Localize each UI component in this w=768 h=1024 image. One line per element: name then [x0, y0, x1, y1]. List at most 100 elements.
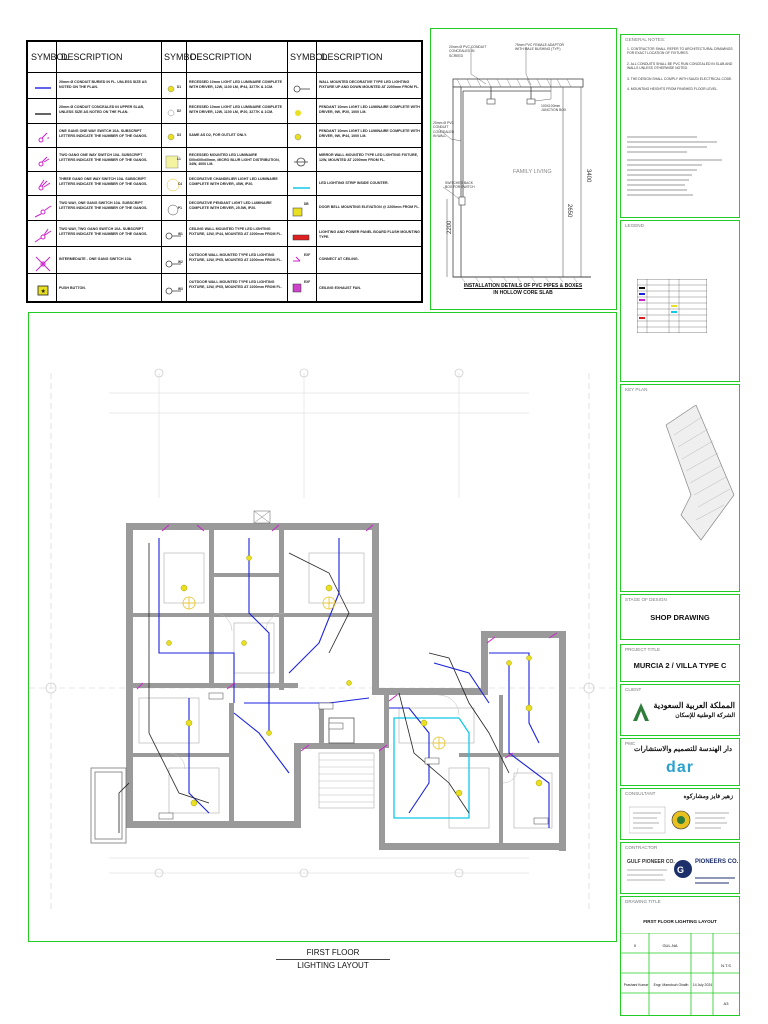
legend-desc: ONE GANG ONE WAY SWITCH 10A. SUBSCRIPT L… [59, 129, 148, 138]
note-line: 3. THE DESIGN SHALL COMPLY WITH SAUDI EL… [627, 76, 733, 81]
callout-lightbox: 75mm PVC FEMALE ADAPTOR WITH MALE BUSHIN… [515, 43, 564, 52]
legend-code: D3 [177, 133, 182, 137]
legend-header-symbol: SYMBOL [164, 52, 202, 62]
stage-value: SHOP DRAWING [650, 613, 710, 622]
client-arabic-2: الشركة الوطنية للإسكان [675, 713, 735, 719]
svg-text:★: ★ [41, 288, 46, 295]
consultant-box: CONSULTANT زهير فايز ومشاركوه [620, 788, 740, 840]
dim-mid: 2650 [566, 204, 572, 218]
legend-code: L1 [177, 157, 181, 161]
legend-desc: TWO WAY, TWO GANG SWITCH 10A. SUBSCRIPT … [59, 227, 148, 236]
pmc-logo: dar [666, 759, 694, 776]
client-label: CLIENT [625, 687, 642, 692]
legend-code: EXF [304, 253, 311, 257]
scale-value: N.T.S [721, 963, 731, 968]
legend-header-symbol: SYMBOL [290, 52, 328, 62]
keyplan-label: KEY PLAN [625, 387, 648, 392]
contractor-box: CONTRACTOR GULF PIONEER CO. G PIONEERS C… [620, 842, 740, 894]
legend-desc: WALL MOUNTED DECORATIVE TYPE LED LIGHTIN… [319, 80, 420, 89]
legend-desc: CEILING EXHAUST FAN. [319, 286, 361, 290]
notes-text-lines [627, 136, 722, 196]
plan-title-divider [276, 959, 390, 960]
legend-desc: 20mm Ø CONDUIT CONCEALED IN UPPER SLAB, … [59, 105, 145, 114]
contractor-label: CONTRACTOR [625, 845, 658, 850]
project-label: PROJECT TITLE [625, 647, 661, 652]
callout-wall: 20mm Ø PVC CONDUIT CONCEALED IN WALL [433, 121, 455, 139]
sheet-code: GUL-NA [662, 943, 678, 948]
legend-code: D1 [177, 85, 182, 89]
pmc-arabic: دار الهندسة للتصميم والاستشارات [633, 746, 733, 753]
floor-plan-drawing [29, 368, 616, 913]
legend-desc: CONNECT AT CEILING. [319, 257, 359, 261]
legend-code: D2 [177, 109, 182, 113]
pmc-label: PMC [625, 741, 636, 746]
callout-switch: SWITCHES BACK BOX FOR SWITCH [445, 181, 475, 190]
legend-code: W1 [178, 232, 183, 236]
contractor-logo-icon: G [674, 860, 692, 878]
note-line: 2. ALL CONDUITS SHALL BE PVC RUN CONCEAL… [627, 61, 733, 71]
legend-code: C4 [178, 182, 183, 186]
legend-desc: PENDANT 10mm LIGHT LED LUMINAIRE COMPLET… [319, 105, 420, 114]
legend-desc: LED LIGHTING STRIP INSIDE COUNTER. [319, 181, 389, 185]
legend-desc: 20mm Ø CONDUIT BURIED IN FL. UNLESS SIZE… [59, 80, 147, 89]
drawing-title-value: FIRST FLOOR LIGHTING LAYOUT [643, 919, 717, 924]
legend-code: W3 [178, 287, 183, 291]
room-label: FAMILY LIVING [513, 169, 552, 175]
legend-header-description: DESCRIPTION [190, 52, 252, 62]
stage-label: STAGE OF DESIGN [625, 597, 667, 602]
contractor-arabic-lines [695, 877, 735, 884]
legend-desc: TWO WAY, ONE GANG SWITCH 10A. SUBSCRIPT … [59, 201, 148, 210]
legend-desc: TWO GANG ONE WAY SWITCH 10A. SUBSCRIPT L… [59, 153, 148, 162]
general-notes-box: GENERAL NOTES: 1. CONTRACTOR SHALL REFER… [620, 34, 740, 218]
sheet-number: A3 [723, 1001, 729, 1006]
legend-desc: RECESSED 10mm LIGHT LED LUMINAIRE COMPLE… [189, 105, 283, 114]
checked-by: Engr. Mamdouh Ghaith [653, 983, 689, 987]
installation-detail-frame: FAMILY LIVING 3400 2650 2200 20mm Ø PVC … [430, 28, 617, 310]
legend-col1-symbols: a ★ [34, 87, 52, 296]
general-notes-label: GENERAL NOTES: [625, 37, 666, 42]
legend-header-description: DESCRIPTION [321, 52, 383, 62]
plan-title-line1: FIRST FLOOR [306, 948, 360, 957]
revision-value: 0 [633, 943, 637, 948]
detail-title-line2: IN HOLLOW CORE SLAB [493, 290, 553, 296]
legend-mini-table [637, 279, 707, 333]
detail-title-line1: INSTALLATION DETAILS OF PVC PIPES & BOXE… [463, 283, 583, 289]
project-box: PROJECT TITLE MURCIA 2 / VILLA TYPE C [620, 644, 740, 682]
legend-code: EXF [304, 280, 311, 284]
legend-desc: RECESSED MOUNTED LED LUMINAIRE 600x600x6… [189, 153, 280, 167]
consultant-label: CONSULTANT [625, 791, 656, 796]
key-plan-drawing [665, 405, 735, 541]
callout-junction: 100X100mm JUNCTION BOX [541, 104, 567, 113]
note-line: 4. MOUNTING HEIGHTS FROM FINISHED FLOOR … [627, 87, 718, 92]
contractor-text-lines [627, 869, 667, 881]
contractor-name2: PIONEERS CO. [695, 859, 739, 865]
callout-conduit: 20mm Ø PVC CONDUIT CONCEALED IN SCREED [449, 45, 487, 58]
legend-desc: RECESSED 10mm LIGHT LED LUMINAIRE COMPLE… [189, 80, 283, 89]
legend-code: W2 [178, 260, 183, 264]
legend-desc: SAME AS D2, FOR OUTLET ONLY. [189, 133, 248, 137]
drawing-title-box: DRAWING TITLE FIRST FLOOR LIGHTING LAYOU… [620, 896, 740, 1016]
legend-header-description: DESCRIPTION [61, 52, 123, 62]
svg-text:a: a [47, 135, 50, 140]
plan-title-line2: LIGHTING LAYOUT [297, 961, 369, 970]
legend-desc: PUSH BUTTON. [59, 286, 86, 290]
legend-header-symbol: SYMBOL [31, 52, 69, 62]
drawing-title-label: DRAWING TITLE [625, 899, 661, 904]
consultant-arabic: زهير فايز ومشاركوه [683, 794, 733, 800]
client-arabic-1: المملكة العربية السعودية [653, 701, 735, 710]
legend-code: DB [304, 202, 309, 206]
key-plan-box: KEY PLAN [620, 384, 740, 592]
legend-desc: PENDANT 10mm LIGHT LED LUMINAIRE COMPLET… [319, 129, 420, 138]
legend-box: LEGEND [620, 220, 740, 382]
legend-desc: DECORATIVE PENDANT LIGHT LED LUMINAIRE C… [189, 201, 272, 210]
legend-desc: DOOR BELL MOUNTING ELEVATION @ 2200mm FR… [319, 205, 420, 209]
legend-desc: MIRROR WALL MOUNTED TYPE LED LIGHTING FI… [319, 153, 418, 162]
legend-label: LEGEND [625, 223, 644, 228]
floor-plan-frame [28, 312, 617, 942]
dim-top: 3400 [585, 169, 591, 183]
title-block-grid [621, 933, 739, 1015]
legend-desc: LIGHTING AND POWER PANEL BOARD FLUSH MOU… [319, 230, 420, 239]
symbol-legend-table: SYMBOL DESCRIPTION SYMBOL DESCRIPTION SY… [26, 40, 423, 303]
date-value: 14 July 2024 [692, 983, 713, 987]
stage-box: STAGE OF DESIGN SHOP DRAWING [620, 594, 740, 640]
